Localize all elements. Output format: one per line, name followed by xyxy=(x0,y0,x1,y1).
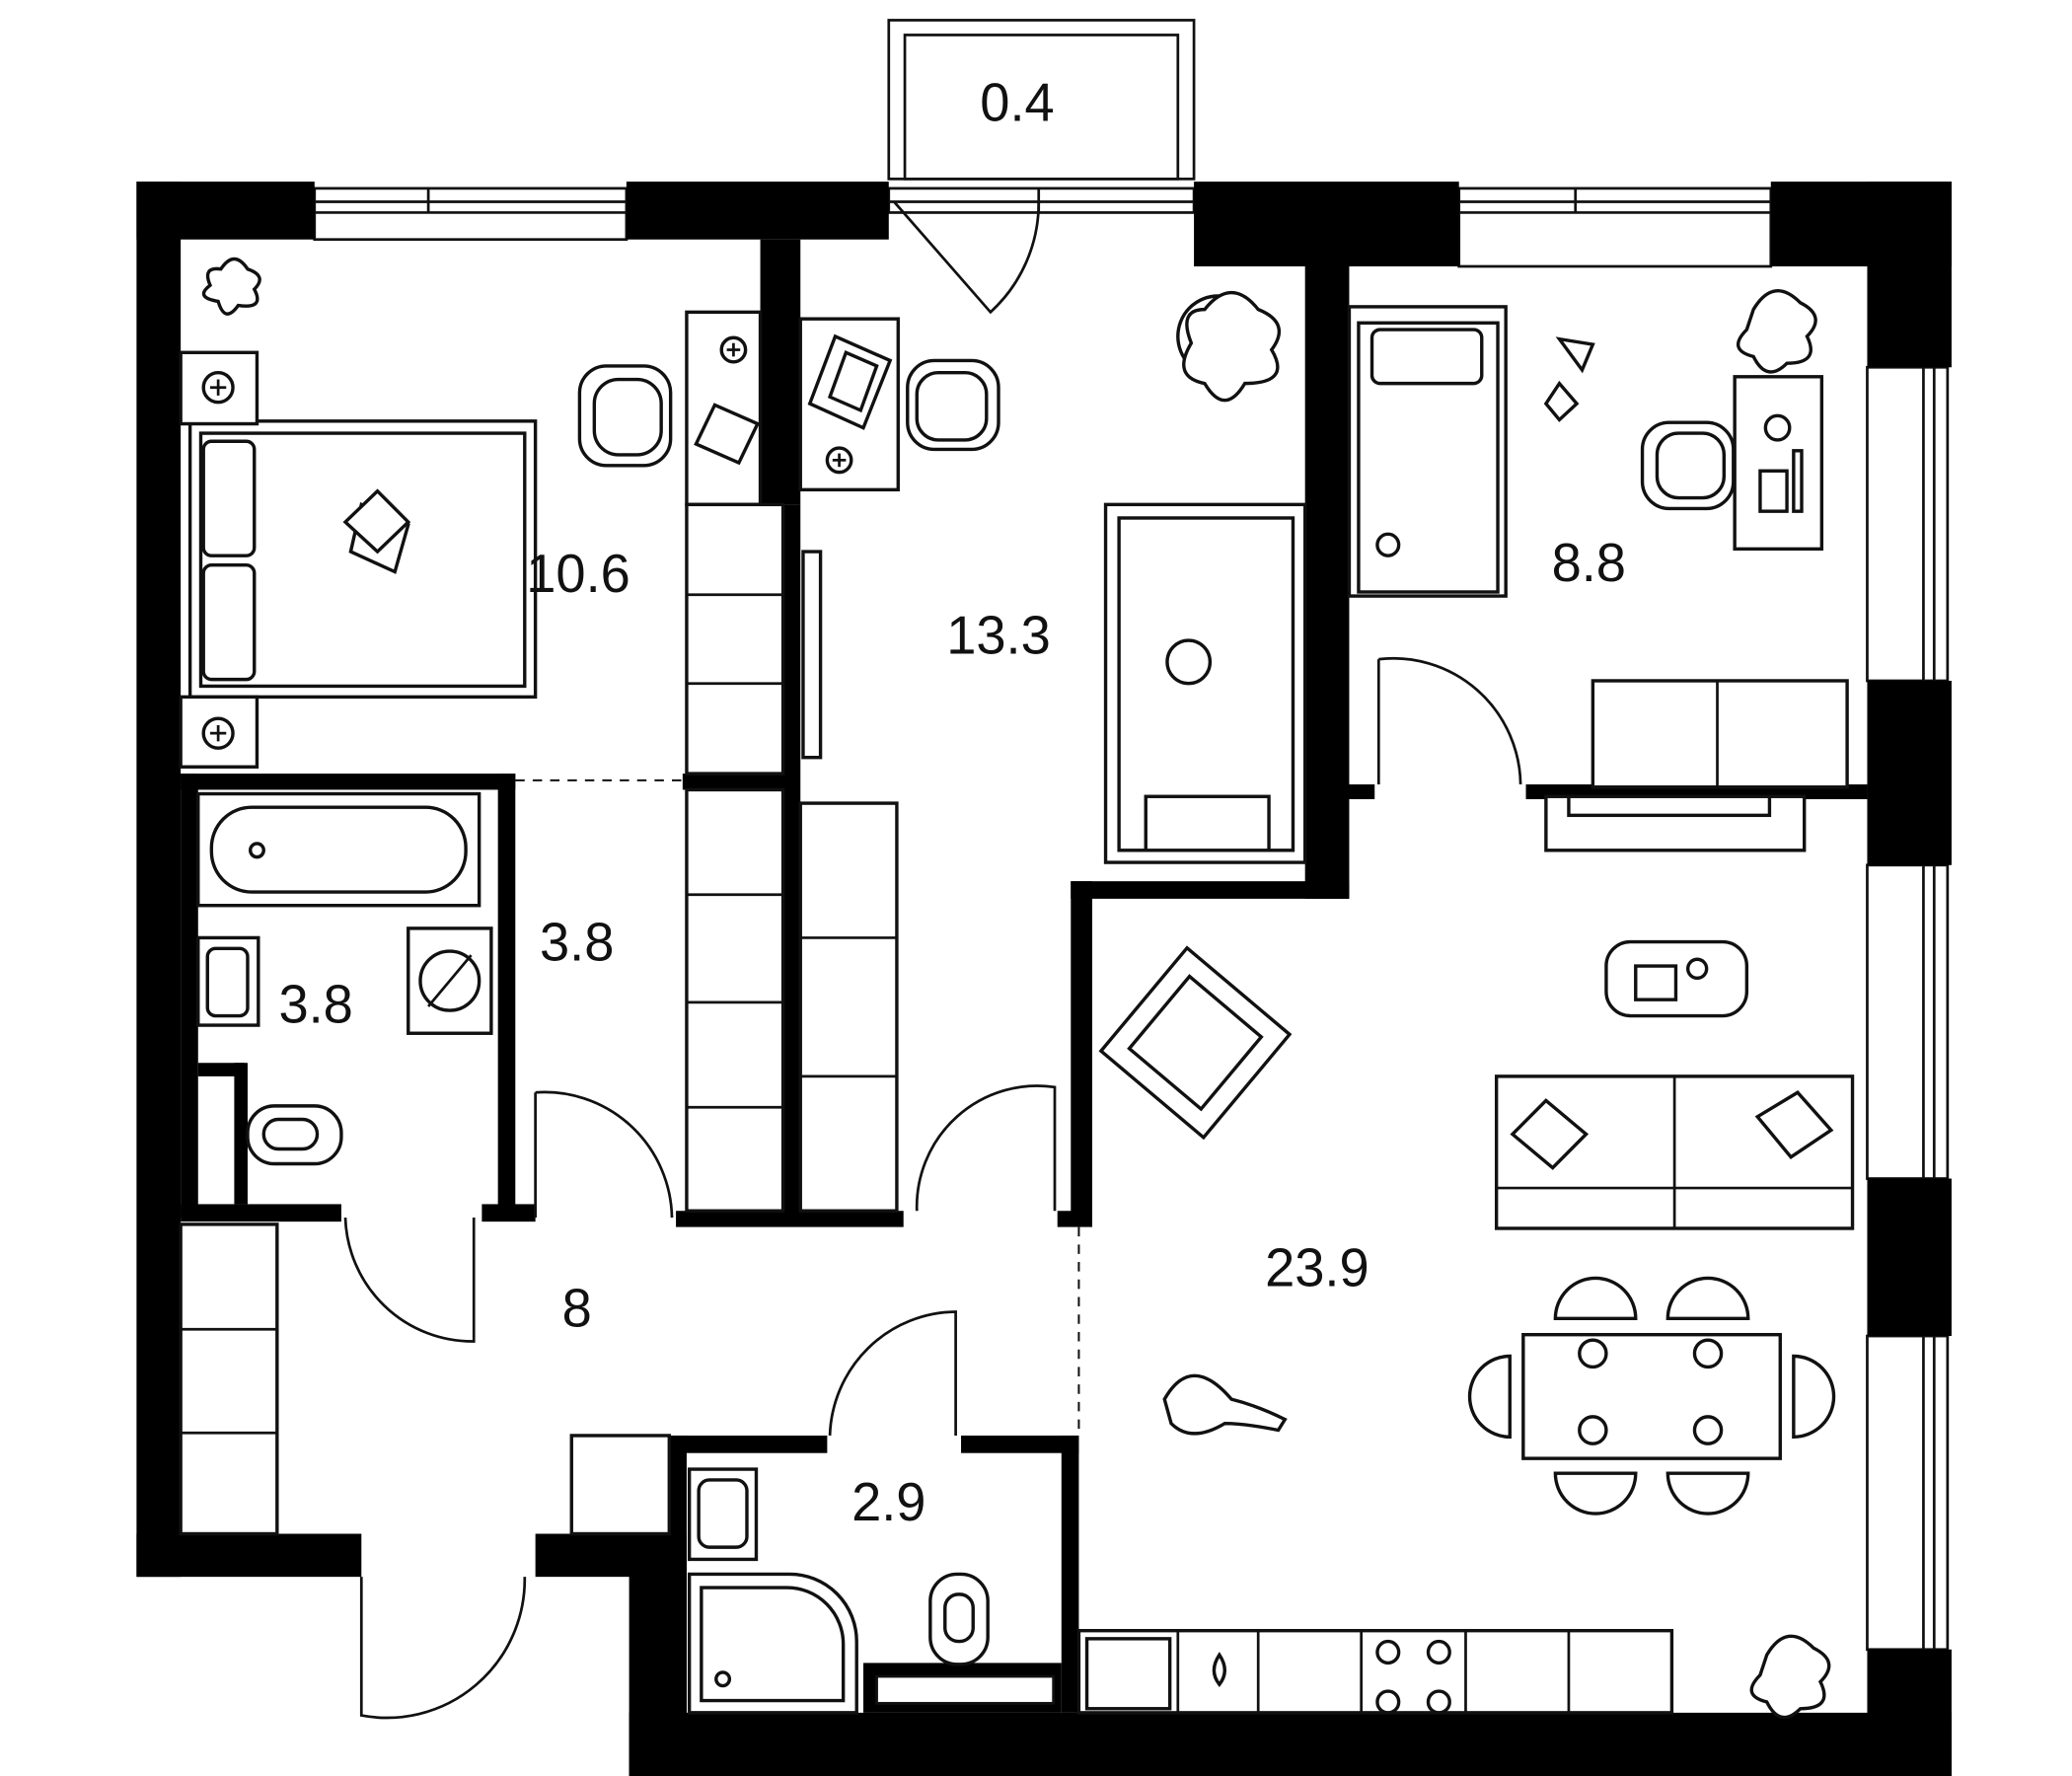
balcony xyxy=(887,19,1196,214)
doors xyxy=(343,200,1522,1720)
area-label-living-kitchen: 23.9 xyxy=(1265,1237,1369,1297)
wardrobes xyxy=(179,502,899,1536)
living-kitchen-furniture xyxy=(1076,939,1855,1720)
area-label-toilet: 2.9 xyxy=(851,1472,925,1532)
master-bedroom-furniture xyxy=(179,257,763,769)
area-labels: 0.4 10.6 13.3 8.8 3.8 3.8 8 2.9 23.9 xyxy=(278,73,1626,1532)
area-label-hallway: 8 xyxy=(562,1278,592,1338)
toilet-furniture xyxy=(687,1467,990,1715)
walls xyxy=(136,182,1952,1776)
area-label-middle-bedroom: 13.3 xyxy=(946,606,1051,666)
area-label-bathroom: 3.8 xyxy=(278,974,352,1034)
kids-room-furniture xyxy=(1347,289,1849,852)
windows xyxy=(313,186,1950,1652)
area-label-balcony: 0.4 xyxy=(980,73,1054,133)
bathroom-furniture xyxy=(196,791,493,1166)
area-label-kids-room: 8.8 xyxy=(1552,533,1626,593)
middle-bedroom-furniture xyxy=(798,291,1307,864)
area-label-master-bedroom: 10.6 xyxy=(526,544,630,604)
area-label-wardrobe-corridor: 3.8 xyxy=(540,912,614,972)
